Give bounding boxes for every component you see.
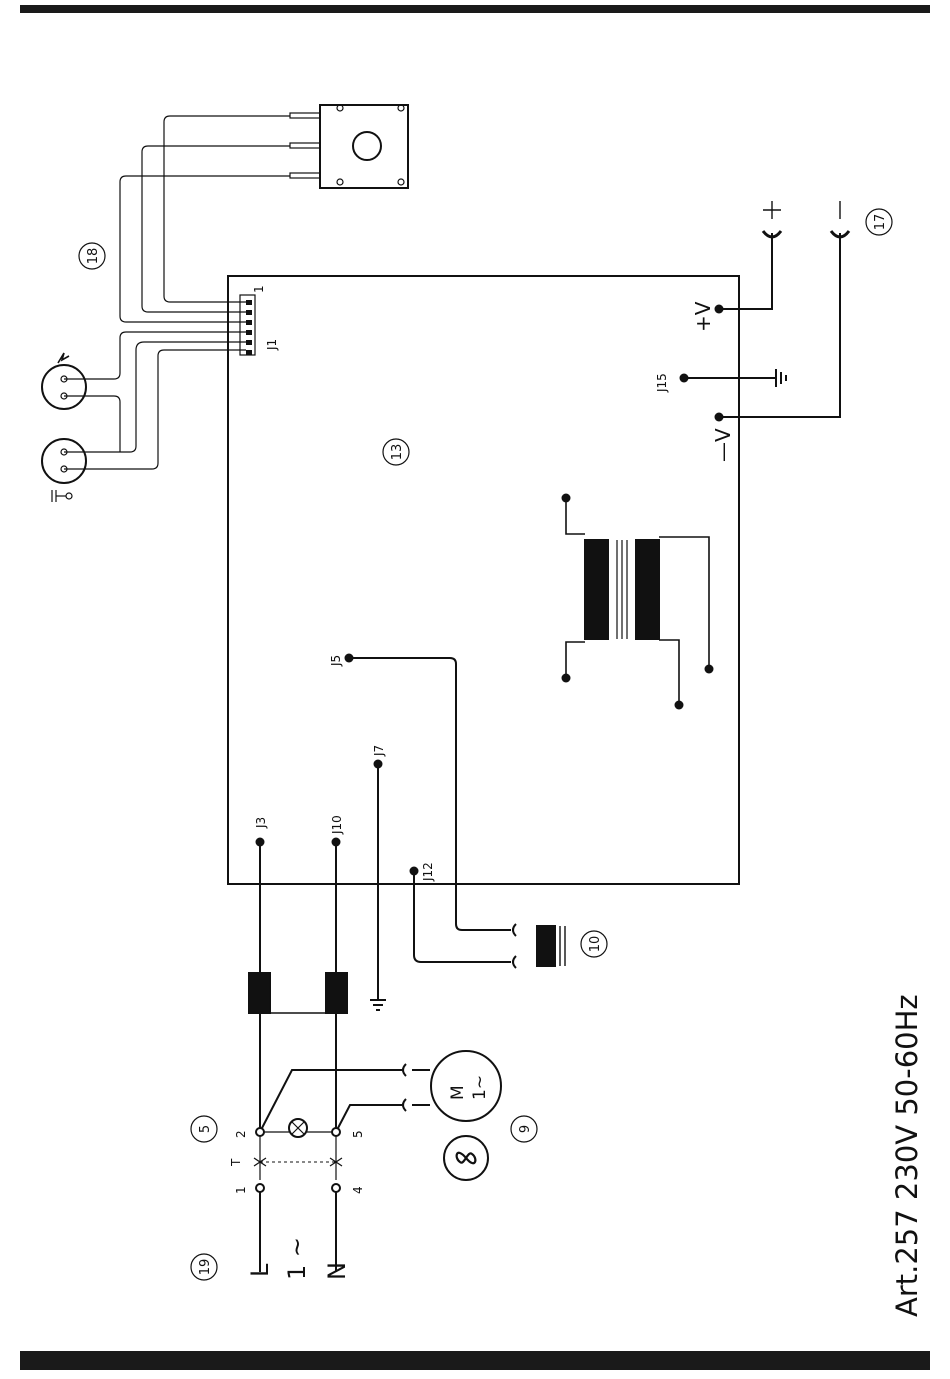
- callout-9-label: 9: [518, 1125, 533, 1133]
- switch-label-t: T: [229, 1158, 243, 1167]
- callout-10-label: 10: [588, 936, 603, 953]
- callout-19-label: 19: [198, 1259, 213, 1276]
- switch-pin-2: 2: [234, 1130, 248, 1138]
- label-j15: J15: [655, 373, 669, 393]
- board-ground-symbol: [776, 369, 786, 387]
- label-j1-pin1: 1: [252, 285, 266, 293]
- supply-phase-label: 1 ~: [283, 1237, 311, 1280]
- j1-connector: [240, 295, 255, 355]
- choke-right: [326, 973, 347, 1013]
- callout-17-label: 17: [873, 214, 888, 231]
- transformer: [566, 498, 709, 705]
- callout-18-label: 18: [86, 248, 101, 265]
- label-j5: J5: [329, 655, 343, 667]
- control-board: [228, 276, 739, 884]
- label-j12: J12: [421, 862, 435, 882]
- callout-5-label: 5: [198, 1125, 213, 1133]
- label-j1: J1: [265, 339, 279, 351]
- potentiometer: [290, 105, 408, 188]
- switch-pin-1: 1: [234, 1186, 248, 1194]
- label-plus-v: +V: [691, 301, 715, 332]
- infinity-icon: [457, 1153, 476, 1163]
- motor-label: M: [448, 1085, 468, 1100]
- supply-line-label: L: [246, 1263, 274, 1277]
- supply-neutral-label: N: [323, 1262, 351, 1280]
- ground-symbol: [370, 1000, 386, 1010]
- choke-left: [249, 973, 270, 1013]
- label-j7: J7: [372, 745, 386, 757]
- footer-title: Art.257 230V 50-60Hz: [890, 994, 924, 1317]
- sensor-left: [42, 439, 86, 483]
- switch-pin-4: 4: [351, 1186, 365, 1194]
- lightning-icon: [58, 353, 69, 363]
- label-j10: J10: [330, 815, 344, 835]
- thermometer-icon: [52, 490, 72, 502]
- switch-pin-5: 5: [351, 1130, 365, 1138]
- motor-phase-label: 1~: [470, 1075, 490, 1100]
- label-j3: J3: [254, 817, 268, 829]
- callout-13-label: 13: [390, 444, 405, 461]
- capacitor: [513, 924, 565, 968]
- indicator-lamp: [289, 1119, 307, 1137]
- label-minus-v: —V: [711, 428, 735, 462]
- sensor-right: [42, 365, 86, 409]
